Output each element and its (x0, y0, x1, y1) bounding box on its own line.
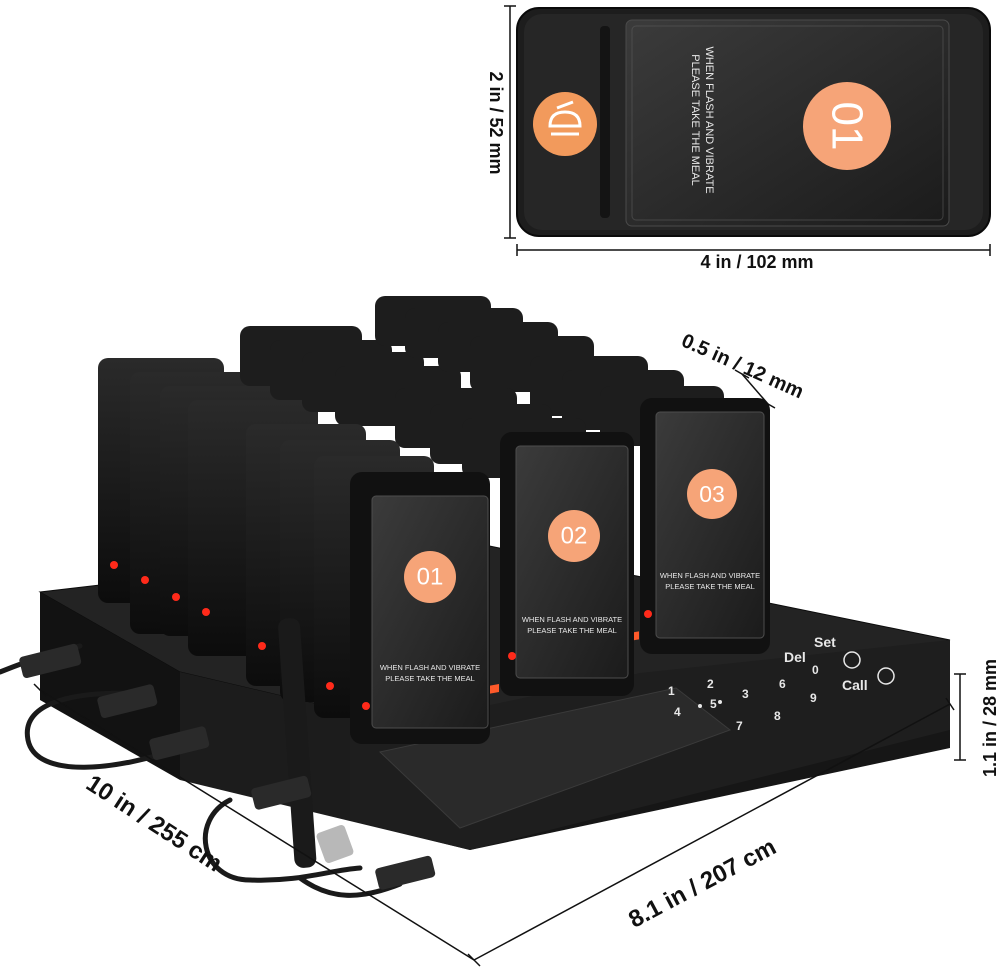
key-8[interactable]: 8 (774, 709, 781, 723)
key-call[interactable]: Call (842, 677, 868, 693)
key-9[interactable]: 9 (810, 691, 817, 705)
base-width-label: 8.1 in / 207 cm (624, 833, 780, 933)
front-pager-01-line2: PLEASE TAKE THE MEAL (385, 674, 475, 683)
clock-icon[interactable] (877, 667, 895, 685)
key-3[interactable]: 3 (742, 687, 749, 701)
top-pager-line2: PLEASE TAKE THE MEAL (689, 54, 701, 185)
front-pager-01-line1: WHEN FLASH AND VIBRATE (380, 663, 480, 672)
base-display (378, 687, 732, 829)
key-0[interactable]: 0 (812, 663, 819, 677)
top-pager-number: 01 (823, 102, 872, 151)
antenna (278, 618, 354, 868)
base-dimension-lines (33, 369, 966, 967)
key-2[interactable]: 2 (707, 677, 714, 691)
key-7[interactable]: 7 (736, 719, 743, 733)
chef-hat-icon (533, 92, 597, 156)
key-5[interactable]: 5 (710, 697, 717, 711)
key-6[interactable]: 6 (779, 677, 786, 691)
power-icon[interactable] (843, 651, 861, 669)
front-pager-02-line1: WHEN FLASH AND VIBRATE (522, 615, 622, 624)
top-pager-line1: WHEN FLASH AND VIBRATE (703, 46, 715, 193)
pager-width-label: 4 in / 102 mm (700, 252, 813, 272)
key-4[interactable]: 4 (674, 705, 681, 719)
top-pager-dimension-lines (504, 5, 991, 256)
key-1[interactable]: 1 (668, 684, 675, 698)
front-pager-number-03: 03 (699, 481, 725, 507)
pager-red-leds (110, 561, 652, 710)
pager-height-label: 2 in / 52 mm (486, 71, 506, 174)
front-pager-03-line2: PLEASE TAKE THE MEAL (665, 582, 755, 591)
front-pager-number-02: 02 (561, 523, 588, 550)
key-del[interactable]: Del (784, 649, 806, 665)
pager-stacks: 01 WHEN FLASH AND VIBRATE PLEASE TAKE TH… (98, 296, 770, 744)
cable-connectors (19, 643, 436, 890)
base-keypad: Del Set 1 2 3 4 5 6 0 7 8 9 Call (668, 634, 895, 733)
top-pager: 01 WHEN FLASH AND VIBRATE PLEASE TAKE TH… (516, 7, 991, 237)
base-height-label: 1.1 in / 28 mm (980, 659, 1000, 777)
key-set[interactable]: Set (814, 634, 836, 650)
front-pager-02-line2: PLEASE TAKE THE MEAL (527, 626, 617, 635)
top-pager-number-circle (803, 82, 891, 170)
front-pager-03-line1: WHEN FLASH AND VIBRATE (660, 571, 760, 580)
front-pager-number-01: 01 (417, 564, 444, 591)
